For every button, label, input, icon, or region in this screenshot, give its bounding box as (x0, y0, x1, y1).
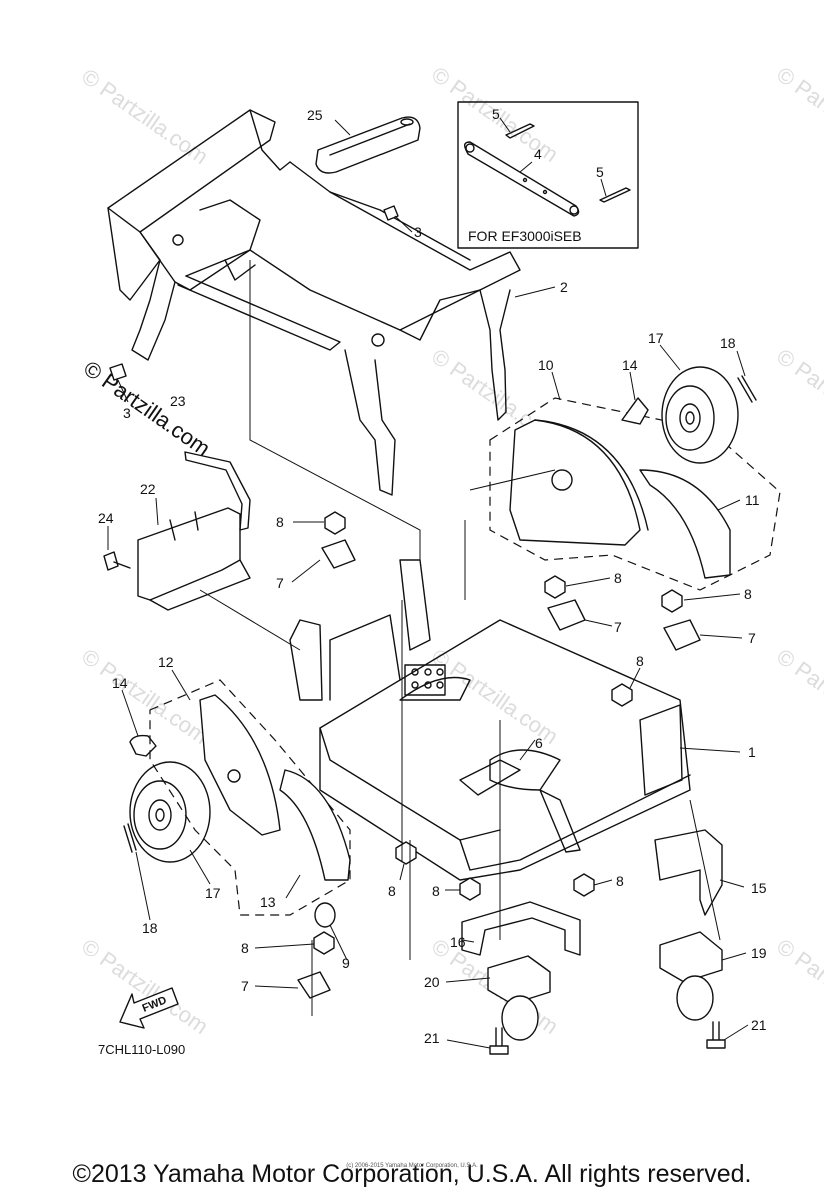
watermark: © Partzilla.com (772, 344, 824, 450)
copyright-notice: ©2013 Yamaha Motor Corporation, U.S.A. A… (72, 1160, 752, 1188)
part-2-handle-frame (107, 109, 521, 496)
part-3-bolt (383, 205, 399, 221)
callout-8: 8 (616, 873, 624, 889)
watermark: © Partzilla.com (772, 934, 824, 1040)
part-12-wheel-cover-group (149, 679, 351, 916)
callout-17: 17 (205, 885, 221, 901)
inset-ef3000iseb: 5 4 5 FOR EF3000iSEB (457, 101, 639, 249)
callout-19: 19 (751, 945, 767, 961)
callout-2: 2 (560, 279, 568, 295)
callout-17: 17 (648, 330, 664, 346)
part-16-caster-bracket (461, 901, 581, 956)
part-19-caster (659, 931, 723, 1021)
callout-5: 5 (596, 164, 604, 180)
assembly-lines (199, 260, 721, 1016)
part-7-mount (297, 971, 331, 999)
part-25-grip (315, 116, 421, 174)
part-3-bolt (109, 363, 127, 381)
callout-3: 3 (123, 405, 131, 421)
callout-21: 21 (424, 1030, 440, 1046)
callout-leaders (107, 119, 749, 1049)
callout-18: 18 (142, 920, 158, 936)
part-22-bracket (137, 507, 251, 611)
callout-7: 7 (614, 619, 622, 635)
callout-14: 14 (622, 357, 638, 373)
callout-18: 18 (720, 335, 736, 351)
part-17-wheel-left (129, 761, 211, 863)
callout-8: 8 (241, 940, 249, 956)
part-7-mount (321, 539, 356, 569)
callout-3: 3 (414, 224, 422, 240)
part-14-cap-left (129, 734, 157, 757)
watermark: © Partzilla.com (77, 934, 213, 1040)
callout-13: 13 (260, 894, 276, 910)
part-7-mount (663, 619, 701, 651)
callout-16: 16 (450, 934, 466, 950)
part-7-mount (547, 599, 586, 631)
part-18-pin-left (123, 823, 137, 853)
part-21-bolt-set (489, 1021, 726, 1055)
callout-10: 10 (538, 357, 554, 373)
small-copyright-notice: (c) 2006-2015 Yamaha Motor Corporation, … (346, 1163, 478, 1169)
watermark: © Partzilla.com (772, 62, 824, 168)
callout-4: 4 (534, 146, 542, 162)
watermark: © Partzilla.com (77, 644, 213, 750)
part-17-wheel-right (661, 366, 739, 464)
inset-caption: FOR EF3000iSEB (468, 228, 582, 244)
callout-8: 8 (614, 570, 622, 586)
watermark: © Partzilla.com (772, 644, 824, 750)
callout-14: 14 (112, 675, 128, 691)
callout-7: 7 (276, 575, 284, 591)
callout-8: 8 (636, 653, 644, 669)
callout-6: 6 (535, 735, 543, 751)
callout-1: 1 (748, 744, 756, 760)
callout-8: 8 (388, 883, 396, 899)
part-1-main-frame (289, 559, 691, 881)
callout-15: 15 (751, 880, 767, 896)
part-8-nut-set (313, 511, 683, 955)
callout-25: 25 (307, 107, 323, 123)
callout-22: 22 (140, 481, 156, 497)
part-15-caster-bracket (654, 829, 723, 916)
callout-8: 8 (744, 586, 752, 602)
callout-8: 8 (276, 514, 284, 530)
callout-9: 9 (342, 955, 350, 971)
watermark: © Partzilla.com (77, 64, 213, 170)
part-23-strap (184, 451, 251, 531)
callout-7: 7 (241, 978, 249, 994)
callout-20: 20 (424, 974, 440, 990)
callout-numbers: 25 2 3 3 23 10 14 17 18 11 22 24 8 7 8 7… (98, 107, 767, 1046)
part-14-cap-right (621, 397, 649, 425)
callout-7: 7 (748, 630, 756, 646)
callout-11: 11 (745, 492, 760, 508)
part-18-pin-right (737, 375, 757, 403)
part-9-plug (314, 902, 336, 928)
watermark-overlay: © Partzilla.com (79, 356, 215, 462)
callout-21: 21 (751, 1017, 767, 1033)
callout-24: 24 (98, 510, 114, 526)
callout-12: 12 (158, 654, 174, 670)
callout-8: 8 (432, 883, 440, 899)
callout-23: 23 (170, 393, 186, 409)
diagram-code: 7CHL110-L090 (98, 1042, 186, 1057)
callout-5: 5 (492, 106, 500, 122)
part-24-bolt (103, 551, 131, 571)
fwd-arrow-icon: FWD (119, 987, 179, 1029)
watermark: © Partzilla.com (427, 644, 563, 750)
part-20-caster (487, 955, 551, 1041)
